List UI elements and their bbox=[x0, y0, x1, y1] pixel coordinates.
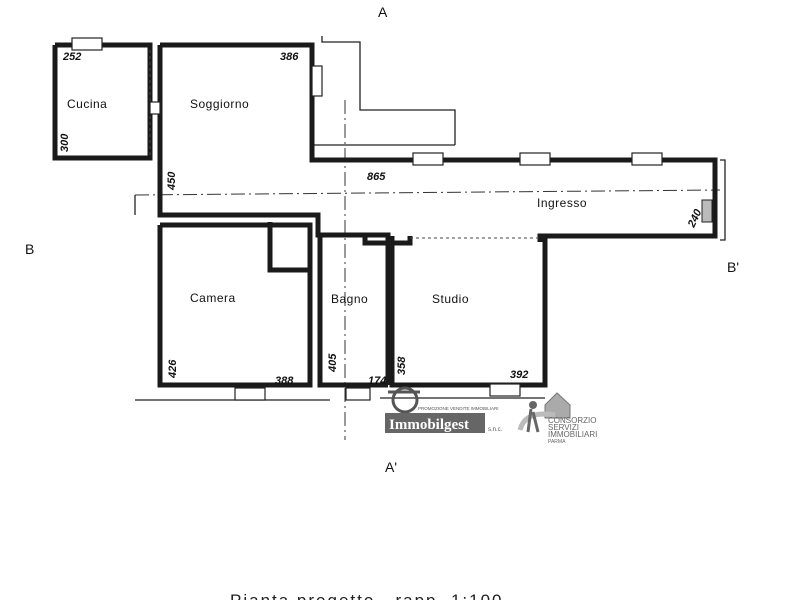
section-marker-a-prime: A' bbox=[385, 459, 397, 475]
svg-text:CONSORZIO: CONSORZIO bbox=[548, 416, 596, 425]
room-label-soggiorno: Soggiorno bbox=[190, 97, 249, 111]
windows bbox=[71, 37, 663, 401]
dim-camera-height: 426 bbox=[167, 359, 179, 379]
section-lines bbox=[134, 100, 721, 440]
section-marker-b: B bbox=[25, 241, 34, 257]
svg-text:PARMA: PARMA bbox=[548, 439, 566, 445]
room-label-bagno: Bagno bbox=[331, 292, 368, 306]
svg-text:Immobilgest: Immobilgest bbox=[389, 417, 469, 433]
external-outline bbox=[135, 36, 726, 401]
room-label-studio: Studio bbox=[432, 292, 469, 306]
svg-text:PROMOZIONE VENDITE IMMOBILIARI: PROMOZIONE VENDITE IMMOBILIARI bbox=[418, 406, 499, 411]
section-marker-b-prime: B' bbox=[727, 259, 739, 275]
dim-studio-height: 358 bbox=[396, 356, 408, 375]
immobilgest-logo: PROMOZIONE VENDITE IMMOBILIARI Immobilge… bbox=[385, 386, 503, 433]
dim-bagno-width: 174 bbox=[368, 375, 386, 387]
room-label-cucina: Cucina bbox=[67, 97, 107, 111]
dim-soggiorno-width: 386 bbox=[280, 51, 299, 63]
svg-text:s.n.c.: s.n.c. bbox=[488, 427, 503, 433]
walls bbox=[52, 42, 718, 388]
dim-camera-width: 388 bbox=[275, 375, 294, 387]
consorzio-logo: CONSORZIO SERVIZI IMMOBILIARI PARMA bbox=[517, 392, 597, 445]
dim-soggiorno-height: 450 bbox=[166, 171, 178, 191]
svg-text:IMMOBILIARI: IMMOBILIARI bbox=[548, 430, 597, 439]
room-label-ingresso: Ingresso bbox=[537, 196, 587, 210]
footer-caption: Pianta progetto rapp. 1:100 bbox=[230, 591, 504, 600]
svg-text:SERVIZI: SERVIZI bbox=[548, 423, 579, 432]
dim-bagno-height: 405 bbox=[327, 353, 339, 373]
dim-studio-width: 392 bbox=[510, 369, 528, 381]
dim-cucina-width: 252 bbox=[62, 51, 81, 63]
section-marker-a: A bbox=[378, 4, 388, 20]
dim-ingresso-length: 865 bbox=[367, 171, 386, 183]
room-label-camera: Camera bbox=[190, 291, 236, 305]
dim-cucina-height: 300 bbox=[59, 133, 71, 152]
